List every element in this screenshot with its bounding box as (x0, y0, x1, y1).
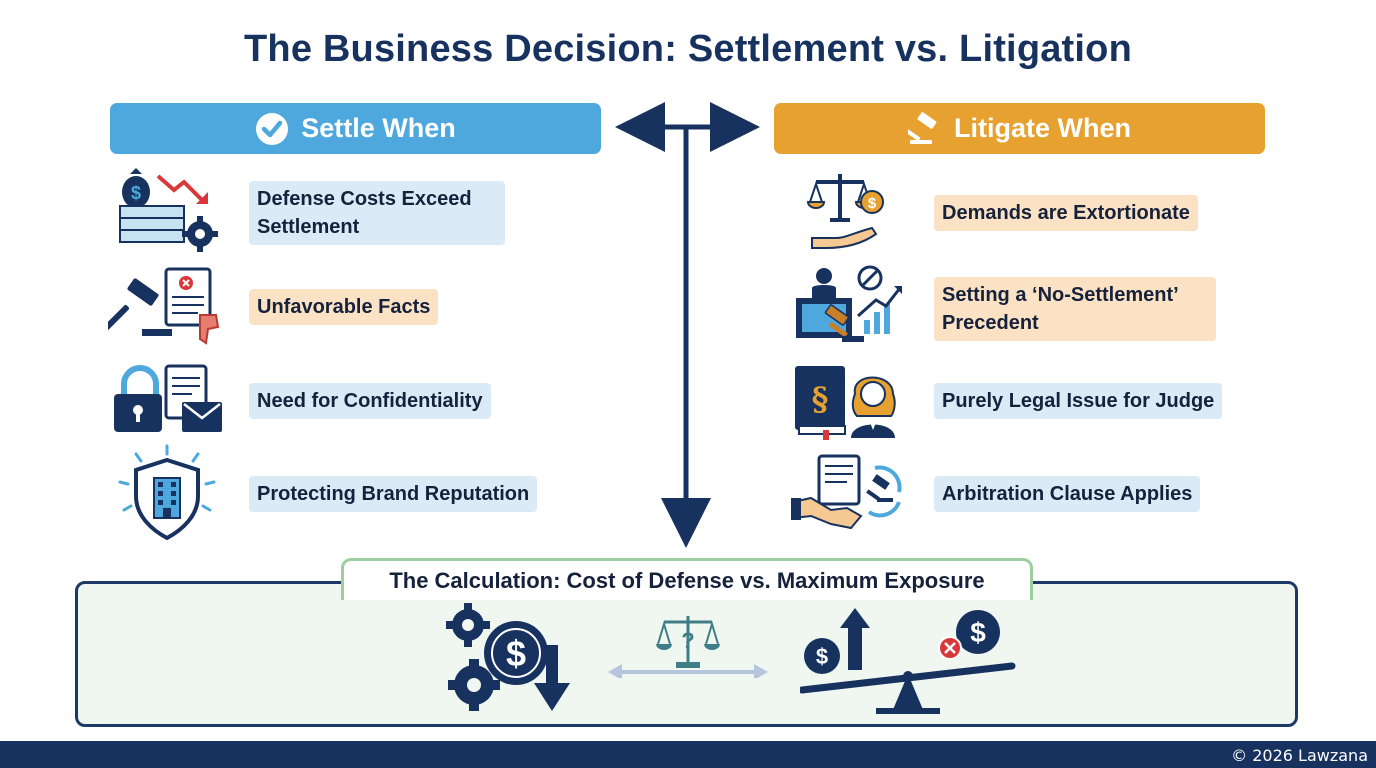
list-item: Arbitration Clause Applies (934, 476, 1201, 512)
scales-question-icon: ? (608, 616, 768, 678)
seesaw-dollar-icon: $ $ (800, 608, 1016, 714)
list-item: Setting a ‘No-Settlement’ Precedent (934, 277, 1216, 341)
list-item: Need for Confidentiality (249, 383, 491, 419)
gavel-icon (908, 111, 937, 144)
page-title: The Business Decision: Settlement vs. Li… (244, 28, 1132, 70)
svg-text:$: $ (816, 644, 828, 669)
list-item: Unfavorable Facts (249, 289, 439, 325)
check-circle-icon (256, 112, 289, 145)
calculation-label: The Calculation: Cost of Defense vs. Max… (341, 558, 1033, 600)
svg-text:$: $ (970, 617, 986, 648)
svg-text:?: ? (681, 628, 694, 653)
list-item: Defense Costs Exceed Settlement (249, 181, 505, 245)
svg-text:$: $ (868, 195, 877, 212)
list-item: Protecting Brand Reputation (249, 476, 538, 512)
money-down-gear-icon: $ (119, 168, 218, 252)
litigate-header: Litigate When (774, 103, 1265, 154)
shield-building-icon (118, 444, 216, 540)
svg-text:$: $ (131, 183, 141, 203)
copyright-text: © 2026 Lawzana (1231, 746, 1368, 765)
settle-header: Settle When (110, 103, 601, 154)
footer-bar: © 2026 Lawzana (0, 741, 1376, 768)
gavel-document-thumbs-down-icon (108, 267, 220, 345)
lock-document-envelope-icon (114, 364, 222, 432)
gears-dollar-down-icon: $ (446, 603, 570, 711)
handshake-arbitration-icon (791, 454, 902, 530)
settle-header-label: Settle When (301, 113, 456, 143)
courtroom-no-chart-icon (796, 265, 902, 342)
list-item: Purely Legal Issue for Judge (934, 383, 1223, 419)
list-item: Demands are Extortionate (934, 195, 1198, 231)
law-book-judge-icon: § (795, 366, 896, 440)
svg-text:§: § (812, 380, 829, 418)
scales-hand-icon: $ (806, 174, 884, 249)
litigate-header-label: Litigate When (954, 113, 1131, 143)
svg-text:$: $ (506, 633, 526, 674)
